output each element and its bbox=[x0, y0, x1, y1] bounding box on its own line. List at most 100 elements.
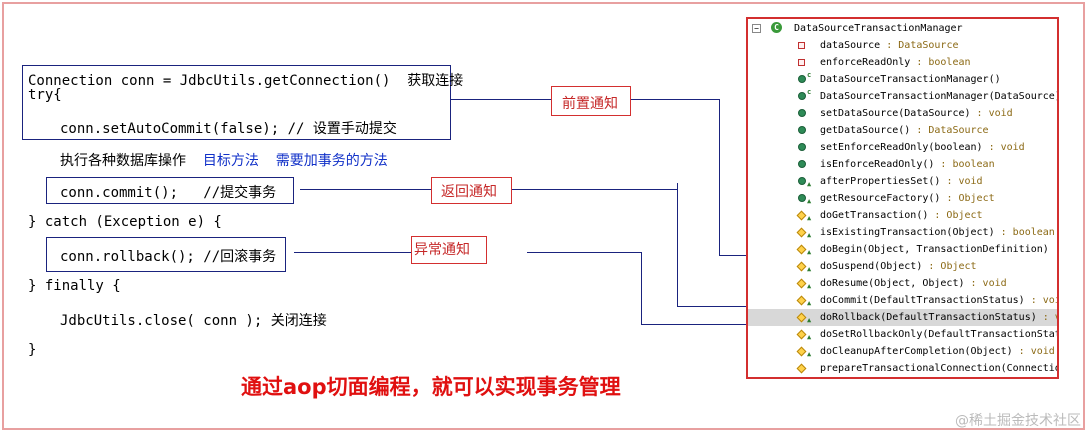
public-method-icon bbox=[798, 160, 806, 168]
member-type: : boolean bbox=[934, 159, 995, 170]
member-row-11[interactable]: ▲isExistingTransaction(Object) : boolean bbox=[748, 224, 1057, 241]
member-row-12[interactable]: ▲ doBegin(Object, TransactionDefinition) … bbox=[748, 241, 1057, 258]
override-badge-icon: ▲ bbox=[807, 282, 812, 290]
connector-return-right bbox=[512, 189, 678, 190]
public-method-icon bbox=[798, 177, 806, 185]
target-method-text: 目标方法 需要加事务的方法 bbox=[202, 153, 388, 169]
member-row-17[interactable]: ▲ doSetRollbackOnly(DefaultTransactionSta… bbox=[748, 326, 1057, 343]
override-badge-icon: ▲ bbox=[807, 265, 812, 273]
protected-method-icon bbox=[796, 227, 807, 238]
code-line-close: JdbcUtils.close( conn ); 关闭连接 bbox=[60, 313, 327, 329]
member-row-19[interactable]: prepareTransactionalConnection(Connectio… bbox=[748, 360, 1057, 377]
member-name: doBegin(Object, TransactionDefinition) :… bbox=[820, 241, 1057, 258]
class-outline-panel: − C DataSourceTransactionManager dataSou… bbox=[746, 17, 1059, 379]
collapse-icon[interactable]: − bbox=[752, 24, 761, 33]
outer-frame bbox=[2, 2, 1085, 430]
member-name: setDataSource(DataSource) : void bbox=[820, 108, 1013, 119]
member-row-9[interactable]: ▲getResourceFactory() : Object bbox=[748, 190, 1057, 207]
member-name: DataSourceTransactionManager(DataSource) bbox=[820, 91, 1059, 102]
code-line-db-operations: 执行各种数据库操作 目标方法 需要加事务的方法 bbox=[60, 150, 388, 170]
connector-throw-to-doRollback bbox=[641, 324, 789, 325]
member-row-7[interactable]: isEnforceReadOnly() : boolean bbox=[748, 156, 1057, 173]
connector-return-to-doCommit bbox=[677, 306, 789, 307]
member-name: afterPropertiesSet() : void bbox=[820, 176, 983, 187]
member-name: DataSourceTransactionManager() bbox=[820, 74, 1001, 85]
member-row-0[interactable]: dataSource : DataSource bbox=[748, 37, 1057, 54]
member-type: : void bbox=[1030, 295, 1057, 306]
member-type: : Object bbox=[940, 193, 995, 204]
member-row-2[interactable]: c DataSourceTransactionManager() bbox=[748, 71, 1057, 88]
public-method-icon bbox=[798, 126, 806, 134]
member-name: isEnforceReadOnly() : boolean bbox=[820, 159, 995, 170]
connector-return-down bbox=[677, 183, 678, 306]
member-type: : Object bbox=[928, 210, 983, 221]
member-type: : void bbox=[964, 278, 1007, 289]
override-badge-icon: ▲ bbox=[807, 316, 812, 324]
member-name: doResume(Object, Object) : void bbox=[820, 278, 1007, 289]
code-line-catch: } catch (Exception e) { bbox=[28, 214, 222, 230]
member-name: prepareTransactionalConnection(Connectio… bbox=[820, 363, 1059, 374]
connector-return-left bbox=[300, 189, 431, 190]
member-row-4[interactable]: setDataSource(DataSource) : void bbox=[748, 105, 1057, 122]
member-name: doRollback(DefaultTransactionStatus) : v… bbox=[820, 309, 1057, 326]
member-type: : void bbox=[1042, 312, 1057, 323]
member-row-6[interactable]: setEnforceReadOnly(boolean) : void bbox=[748, 139, 1057, 156]
public-method-icon bbox=[798, 194, 806, 202]
member-name: dataSource : DataSource bbox=[820, 40, 959, 51]
after-returning-label: 返回通知 bbox=[441, 184, 497, 200]
rollback-box bbox=[46, 237, 286, 272]
code-line-commit: conn.commit(); //提交事务 bbox=[60, 185, 277, 201]
after-throwing-label: 异常通知 bbox=[414, 242, 470, 258]
protected-method-icon bbox=[796, 363, 807, 374]
member-row-10[interactable]: ▲doGetTransaction() : Object bbox=[748, 207, 1057, 224]
code-line-rollback: conn.rollback(); //回滚事务 bbox=[60, 249, 277, 265]
protected-method-icon bbox=[796, 295, 807, 306]
code-line-get-connection: Connection conn = JdbcUtils.getConnectio… bbox=[28, 73, 464, 89]
protected-method-icon bbox=[796, 329, 807, 340]
connector-before-down bbox=[719, 99, 720, 255]
member-type: : void bbox=[940, 176, 983, 187]
protected-method-icon bbox=[796, 210, 807, 221]
constructor-badge-icon: c bbox=[807, 71, 812, 79]
protected-method-icon bbox=[796, 261, 807, 272]
member-row-1[interactable]: enforceReadOnly : boolean bbox=[748, 54, 1057, 71]
member-row-13[interactable]: ▲ doSuspend(Object) : Object bbox=[748, 258, 1057, 275]
override-badge-icon: ▲ bbox=[807, 333, 812, 341]
after-throwing-box bbox=[411, 236, 487, 264]
member-type: : void bbox=[1049, 244, 1057, 255]
member-row-5[interactable]: getDataSource() : DataSource bbox=[748, 122, 1057, 139]
member-type: : void bbox=[970, 108, 1013, 119]
member-row-8[interactable]: ▲afterPropertiesSet() : void bbox=[748, 173, 1057, 190]
commit-box bbox=[46, 177, 294, 204]
class-header-row[interactable]: − C DataSourceTransactionManager bbox=[748, 20, 1057, 37]
member-name: doCleanupAfterCompletion(Object) : void bbox=[820, 346, 1055, 357]
before-advice-label: 前置通知 bbox=[562, 96, 618, 112]
public-method-icon bbox=[798, 92, 806, 100]
connector-throw-down bbox=[641, 252, 642, 325]
protected-method-icon bbox=[796, 244, 807, 255]
constructor-badge-icon: c bbox=[807, 88, 812, 96]
member-type: : Object bbox=[922, 261, 977, 272]
code-line-set-autocommit: conn.setAutoCommit(false); // 设置手动提交 bbox=[60, 121, 397, 137]
member-name: doSetRollbackOnly(DefaultTransactionStat… bbox=[820, 329, 1059, 340]
member-row-18[interactable]: ▲ doCleanupAfterCompletion(Object) : void bbox=[748, 343, 1057, 360]
db-operations-text: 执行各种数据库操作 bbox=[60, 153, 186, 169]
field-icon bbox=[798, 59, 805, 66]
member-type: : DataSource bbox=[880, 40, 959, 51]
member-row-3[interactable]: c DataSourceTransactionManager(DataSource… bbox=[748, 88, 1057, 105]
watermark: @稀土掘金技术社区 bbox=[955, 413, 1081, 429]
member-name: doSuspend(Object) : Object bbox=[820, 261, 977, 272]
member-type: : DataSource bbox=[910, 125, 989, 136]
connection-try-box bbox=[22, 65, 451, 140]
override-badge-icon: ▲ bbox=[807, 214, 812, 222]
public-method-icon bbox=[798, 75, 806, 83]
class-icon: C bbox=[771, 22, 782, 33]
protected-method-icon bbox=[796, 278, 807, 289]
member-row-14[interactable]: ▲ doResume(Object, Object) : void bbox=[748, 275, 1057, 292]
member-name: isExistingTransaction(Object) : boolean bbox=[820, 227, 1055, 238]
override-badge-icon: ▲ bbox=[807, 248, 812, 256]
member-row-15[interactable]: ▲doCommit(DefaultTransactionStatus) : vo… bbox=[748, 292, 1057, 309]
code-line-close-brace: } bbox=[28, 342, 37, 358]
override-badge-icon: ▲ bbox=[807, 350, 812, 358]
member-row-16[interactable]: ▲ doRollback(DefaultTransactionStatus) : … bbox=[748, 309, 1057, 326]
